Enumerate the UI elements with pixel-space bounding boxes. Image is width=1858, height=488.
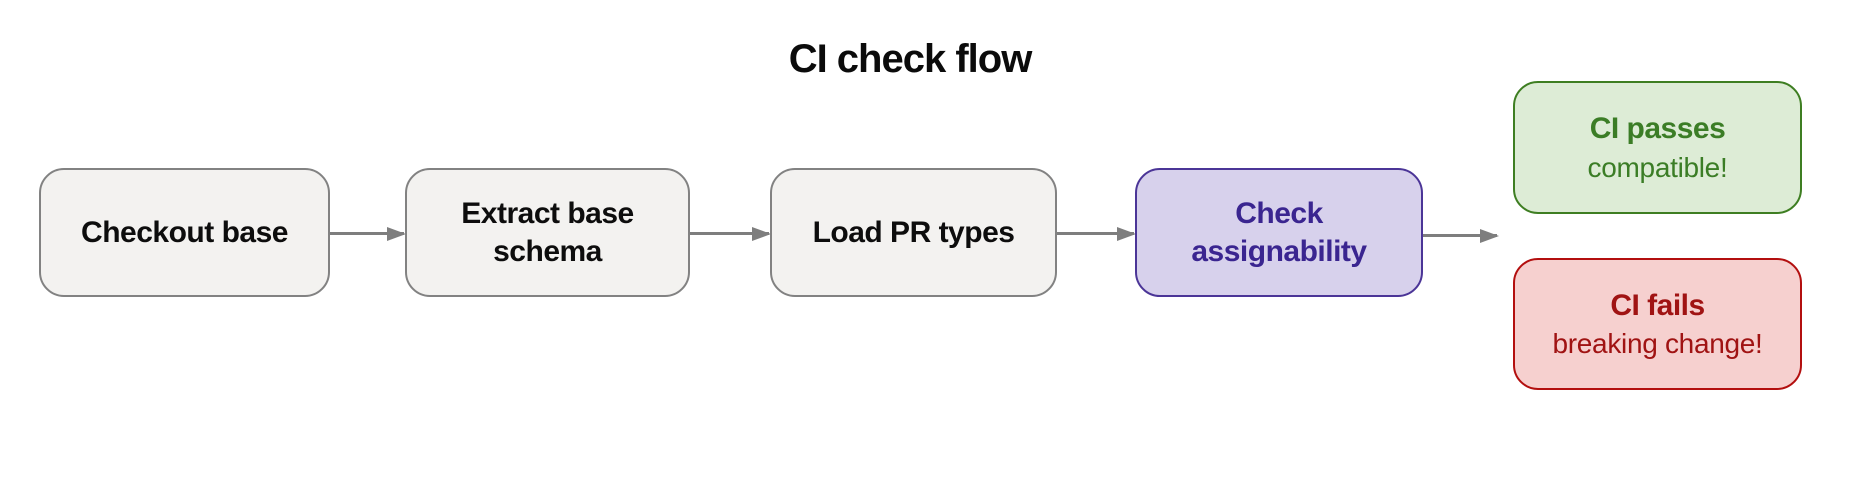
flow-node-label: Extract base schema xyxy=(461,197,634,268)
flow-node-ci-passes: CI passes compatible! xyxy=(1513,81,1802,214)
flow-arrow-3 xyxy=(1057,226,1136,241)
flow-arrow-2 xyxy=(690,226,771,241)
flow-node-checkout-base: Checkout base xyxy=(39,168,330,297)
flow-node-label: Check assignability xyxy=(1191,197,1367,268)
flow-node-label: Load PR types xyxy=(812,215,1015,249)
diagram-title: CI check flow xyxy=(788,37,1033,81)
outcome-sublabel: breaking change! xyxy=(1552,328,1763,360)
arrow-right-icon xyxy=(1480,228,1499,243)
flow-node-load-pr-types: Load PR types xyxy=(770,168,1057,297)
flow-arrow-1 xyxy=(330,226,406,241)
flow-node-extract-base-schema: Extract base schema xyxy=(405,168,690,297)
arrow-right-icon xyxy=(752,226,771,241)
outcome-label: CI passes xyxy=(1589,112,1726,146)
arrow-right-icon xyxy=(387,226,406,241)
arrow-right-icon xyxy=(1117,226,1136,241)
flow-node-label: Checkout base xyxy=(81,215,288,249)
flow-node-check-assignability: Check assignability xyxy=(1135,168,1423,297)
outcome-label: CI fails xyxy=(1610,288,1705,322)
flow-arrow-4 xyxy=(1423,228,1499,243)
flow-node-ci-fails: CI fails breaking change! xyxy=(1513,258,1802,390)
outcome-sublabel: compatible! xyxy=(1587,151,1728,183)
